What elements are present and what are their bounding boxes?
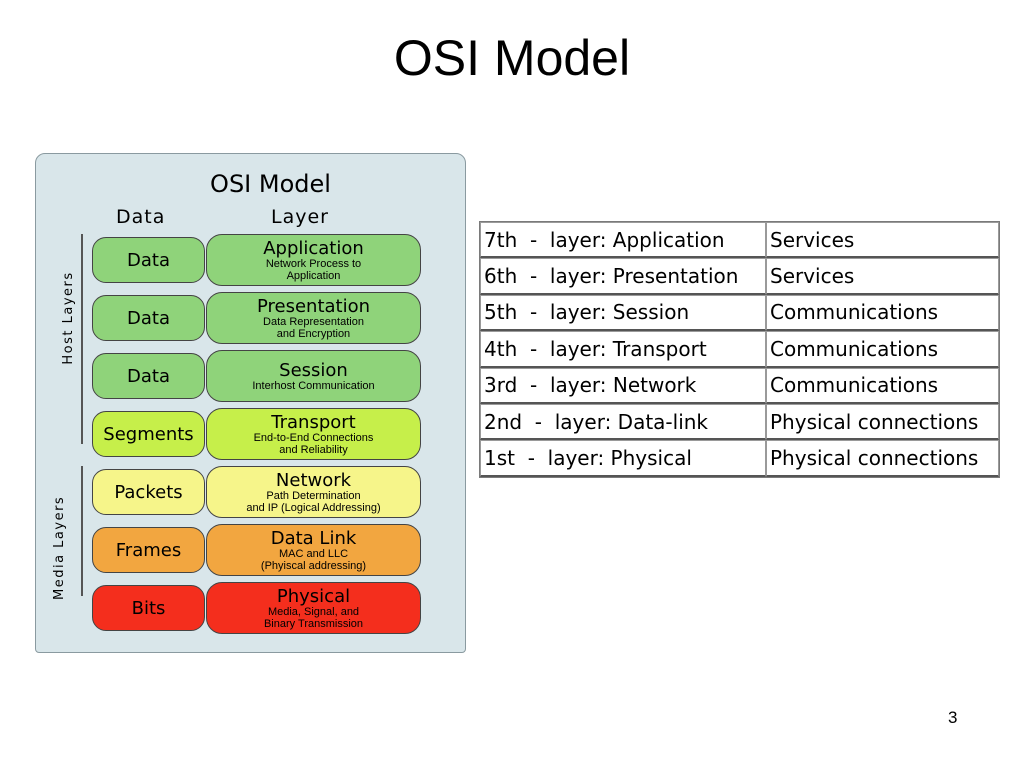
data-unit-pill: Data	[92, 295, 205, 341]
layer-description: Application	[286, 269, 341, 282]
role-cell: Communications	[766, 331, 999, 368]
layer-name: Presentation	[256, 295, 371, 317]
data-unit-label: Packets	[114, 481, 183, 503]
layer-cell: 3rd - layer: Network	[480, 367, 766, 404]
data-unit-pill: Bits	[92, 585, 205, 631]
layer-name: Network	[275, 469, 352, 491]
layer-description: (Phyiscal addressing)	[260, 559, 367, 572]
role-cell: Services	[766, 222, 999, 259]
layer-cell: 1st - layer: Physical	[480, 440, 766, 477]
media-layers-label: Media Layers	[52, 495, 67, 600]
layer-cell: 7th - layer: Application	[480, 222, 766, 259]
host-layers-label: Host Layers	[61, 271, 76, 365]
layer-description: End-to-End Connections	[253, 431, 374, 444]
layer-description: Data Representation	[263, 315, 364, 328]
layer-description: Binary Transmission	[263, 617, 364, 630]
layer-name: Transport	[271, 411, 356, 433]
data-unit-label: Bits	[131, 597, 166, 619]
data-unit-pill: Packets	[92, 469, 205, 515]
data-unit-pill: Frames	[92, 527, 205, 573]
data-unit-pill: Data	[92, 353, 205, 399]
layer-description: MAC and LLC	[278, 547, 349, 560]
data-column-heading: Data	[116, 206, 166, 228]
slide-title: OSI Model	[393, 30, 631, 86]
role-cell: Communications	[766, 294, 999, 332]
layer-description: Network Process to	[265, 257, 362, 270]
layer-description: Path Determination	[266, 489, 361, 502]
layer-cell: 4th - layer: Transport	[480, 331, 766, 368]
diagram-title: OSI Model	[210, 170, 331, 198]
layer-name: Application	[263, 237, 364, 259]
layer-name: Data Link	[270, 527, 357, 549]
layer-description: and IP (Logical Addressing)	[246, 501, 381, 514]
layer-cell: 2nd - layer: Data-link	[480, 403, 766, 441]
layer-cell: 6th - layer: Presentation	[480, 258, 766, 295]
page-number: 3	[948, 708, 958, 727]
layer-column-heading: Layer	[271, 206, 329, 228]
layer-description: Media, Signal, and	[267, 605, 360, 618]
layer-description: Interhost Communication	[252, 379, 375, 392]
osi-diagram: OSI Model Data Layer Host Layers Media L…	[35, 153, 466, 653]
media-layers-bracket	[81, 466, 83, 596]
role-cell: Communications	[766, 367, 999, 404]
host-layers-bracket	[81, 234, 83, 444]
data-unit-label: Data	[127, 249, 170, 271]
data-unit-label: Segments	[103, 423, 194, 445]
data-unit-label: Data	[127, 307, 170, 329]
role-cell: Physical connections	[766, 403, 999, 441]
layer-name: Physical	[276, 585, 351, 607]
data-unit-label: Frames	[115, 539, 182, 561]
role-cell: Services	[766, 258, 999, 295]
data-unit-pill: Segments	[92, 411, 205, 457]
data-unit-label: Data	[127, 365, 170, 387]
layer-description: and Reliability	[279, 443, 348, 456]
layer-description: and Encryption	[276, 327, 351, 340]
layer-cell: 5th - layer: Session	[480, 294, 766, 332]
role-cell: Physical connections	[766, 440, 999, 477]
layer-name: Session	[279, 359, 348, 381]
data-unit-pill: Data	[92, 237, 205, 283]
